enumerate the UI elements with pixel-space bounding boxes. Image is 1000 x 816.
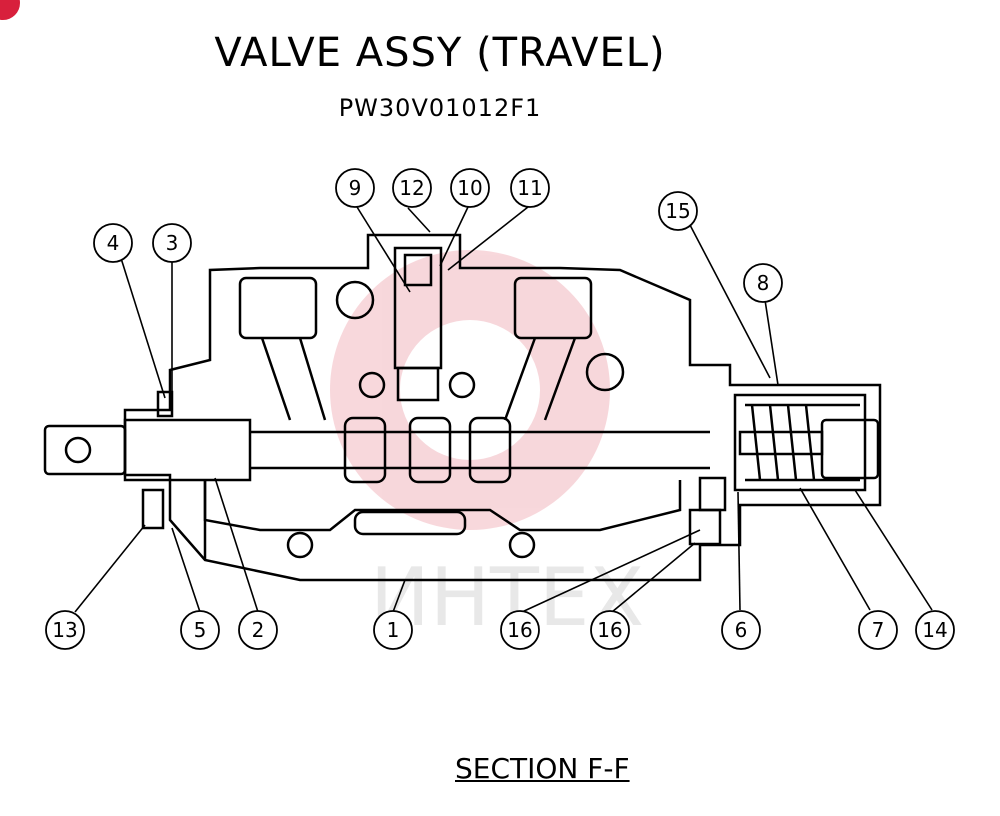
callout-labels: 9 12 10 11 15 4 3 8 13 5 2 1 16 16 6 7 1… (52, 176, 947, 642)
corner-marker (0, 0, 20, 20)
callout-13: 13 (52, 618, 77, 642)
callout-15: 15 (665, 199, 690, 223)
callout-10: 10 (457, 176, 482, 200)
callout-3: 3 (166, 231, 179, 255)
callout-circles (45, 168, 955, 650)
diagram-title: VALVE ASSY (TRAVEL) (214, 30, 666, 76)
callout-8: 8 (757, 271, 770, 295)
callout-14: 14 (922, 618, 947, 642)
callout-6: 6 (735, 618, 748, 642)
callout-16a: 16 (507, 618, 532, 642)
callout-7: 7 (872, 618, 885, 642)
callout-16b: 16 (597, 618, 622, 642)
callout-4: 4 (107, 231, 120, 255)
leader-lines (74, 206, 933, 613)
callout-2: 2 (252, 618, 265, 642)
callout-12: 12 (399, 176, 424, 200)
callout-1: 1 (387, 618, 400, 642)
watermark-gear-icon (330, 250, 610, 530)
callout-5: 5 (194, 618, 207, 642)
callout-11: 11 (517, 176, 542, 200)
section-label: SECTION F-F (455, 752, 630, 785)
callout-9: 9 (349, 176, 362, 200)
part-number: PW30V01012F1 (338, 94, 542, 122)
valve-body (43, 233, 882, 582)
